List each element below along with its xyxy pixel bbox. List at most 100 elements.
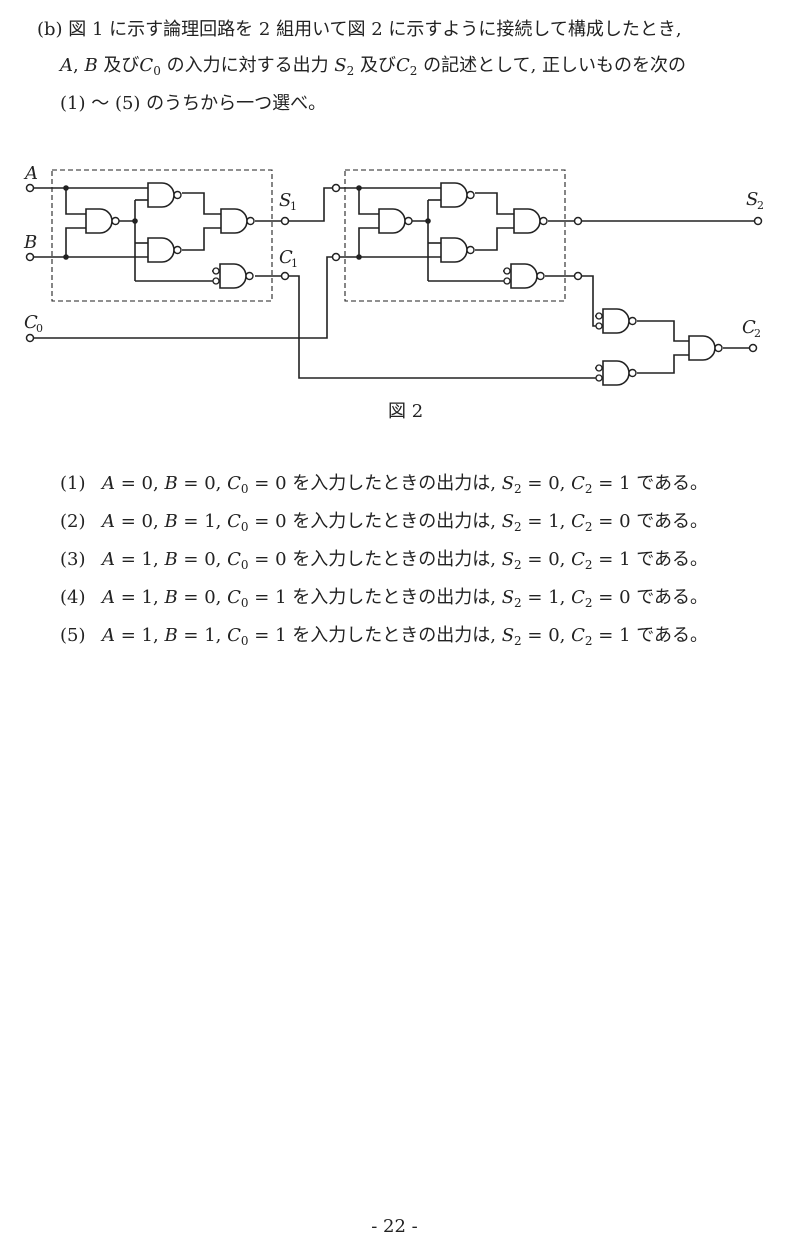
value-c0: 0 — [275, 511, 287, 532]
question-line-1: (b) 図 1 に示す論理回路を 2 組用いて図 2 に示すように接続して構成し… — [37, 19, 682, 40]
sep: , — [215, 587, 228, 608]
option-item[interactable]: (5)A = 1, B = 1, C0 = 1 を入力したときの出力は, S2 … — [60, 624, 708, 648]
sub-2: 2 — [584, 634, 593, 648]
sub-2b: 2 — [409, 64, 418, 78]
var-b: B — [164, 625, 178, 646]
sep: , — [215, 549, 228, 570]
sub-2: 2 — [514, 520, 522, 534]
sep: , — [559, 511, 572, 532]
var-c2: C — [571, 587, 585, 608]
sep: , — [152, 473, 165, 494]
option-item[interactable]: (4)A = 1, B = 0, C0 = 1 を入力したときの出力は, S2 … — [60, 586, 708, 610]
eq: = — [177, 473, 205, 494]
label-a: A — [23, 163, 38, 184]
eq: = — [248, 549, 276, 570]
var-b: B — [164, 511, 178, 532]
sep: , — [215, 625, 228, 646]
eq: = — [248, 625, 276, 646]
var-b: B — [164, 549, 178, 570]
var-a: A — [102, 511, 115, 532]
option-item[interactable]: (2)A = 0, B = 1, C0 = 0 を入力したときの出力は, S2 … — [60, 510, 708, 534]
option-end-text: である。 — [630, 473, 709, 494]
sub-2: 2 — [584, 520, 593, 534]
eq: = — [521, 625, 549, 646]
var-c0: C — [227, 549, 241, 570]
option-number: (2) — [60, 511, 86, 532]
var-s2: S — [334, 55, 347, 76]
value-s2: 0 — [548, 473, 560, 494]
option-number: (4) — [60, 587, 86, 608]
text-middle: の入力に対する出力 — [160, 55, 335, 76]
eq: = — [115, 549, 142, 570]
option-end-text: である。 — [630, 587, 709, 608]
sub-0: 0 — [240, 482, 249, 496]
option-end-text: である。 — [630, 625, 709, 646]
eq: = — [248, 473, 276, 494]
value-c2: 0 — [619, 587, 631, 608]
var-s2: S — [501, 473, 515, 494]
var-c0: C — [139, 55, 154, 76]
label-s2-sub: 2 — [757, 199, 764, 212]
sep: , — [559, 587, 572, 608]
value-c0: 1 — [275, 625, 287, 646]
option-middle-text: を入力したときの出力は, — [286, 625, 502, 646]
eq: = — [521, 587, 549, 608]
option-middle-text: を入力したときの出力は, — [286, 511, 502, 532]
var-b: B — [164, 473, 178, 494]
eq: = — [115, 625, 142, 646]
sep: , — [559, 473, 572, 494]
value-c2: 1 — [619, 549, 631, 570]
var-c0: C — [227, 473, 241, 494]
option-number: (3) — [60, 549, 86, 570]
figure-caption: 図 2 — [388, 401, 424, 422]
option-number: (1) — [60, 473, 86, 494]
sep: , — [152, 587, 165, 608]
terminals — [25, 183, 763, 353]
option-middle-text: を入力したときの出力は, — [286, 587, 502, 608]
sep: , — [152, 625, 165, 646]
label-c0-sub: 0 — [36, 322, 43, 335]
value-b: 1 — [204, 625, 216, 646]
text-oyobi-2: 及び — [354, 55, 397, 76]
value-c2: 1 — [619, 625, 631, 646]
value-a: 0 — [141, 473, 153, 494]
value-a: 1 — [141, 587, 153, 608]
eq: = — [177, 587, 205, 608]
circuit-diagram: A B C S C S C 0 1 1 2 2 — [23, 163, 764, 386]
var-c2: C — [571, 473, 585, 494]
label-c1-sub: 1 — [291, 257, 298, 270]
label-c2: C — [742, 317, 756, 338]
block-1-box — [51, 169, 273, 302]
sub-2: 2 — [514, 596, 522, 610]
text-oyobi: 及び — [97, 55, 140, 76]
nand-gate — [688, 335, 723, 361]
eq: = — [248, 587, 276, 608]
var-s2: S — [501, 587, 515, 608]
eq: = — [592, 587, 620, 608]
sub-0: 0 — [240, 634, 249, 648]
value-s2: 1 — [548, 587, 560, 608]
nand-gate — [378, 208, 413, 234]
option-item[interactable]: (1)A = 0, B = 0, C0 = 0 を入力したときの出力は, S2 … — [60, 472, 708, 496]
label-s2: S — [746, 189, 758, 210]
var-s2: S — [501, 511, 515, 532]
option-item[interactable]: (3)A = 1, B = 0, C0 = 0 を入力したときの出力は, S2 … — [60, 548, 708, 572]
var-b: B — [164, 587, 178, 608]
value-b: 0 — [204, 587, 216, 608]
sub-2: 2 — [584, 482, 593, 496]
eq: = — [177, 511, 205, 532]
value-a: 0 — [141, 511, 153, 532]
eq: = — [177, 625, 205, 646]
label-c1: C — [279, 247, 293, 268]
var-a: A — [102, 473, 115, 494]
sub-2: 2 — [514, 558, 522, 572]
var-a: A — [102, 625, 115, 646]
var-a: A — [102, 549, 115, 570]
nand-gate — [440, 182, 475, 208]
value-c0: 0 — [275, 473, 287, 494]
eq: = — [521, 511, 549, 532]
option-end-text: である。 — [630, 549, 709, 570]
sub-2: 2 — [514, 482, 522, 496]
junction-dots — [63, 185, 431, 260]
sep: , — [215, 511, 228, 532]
